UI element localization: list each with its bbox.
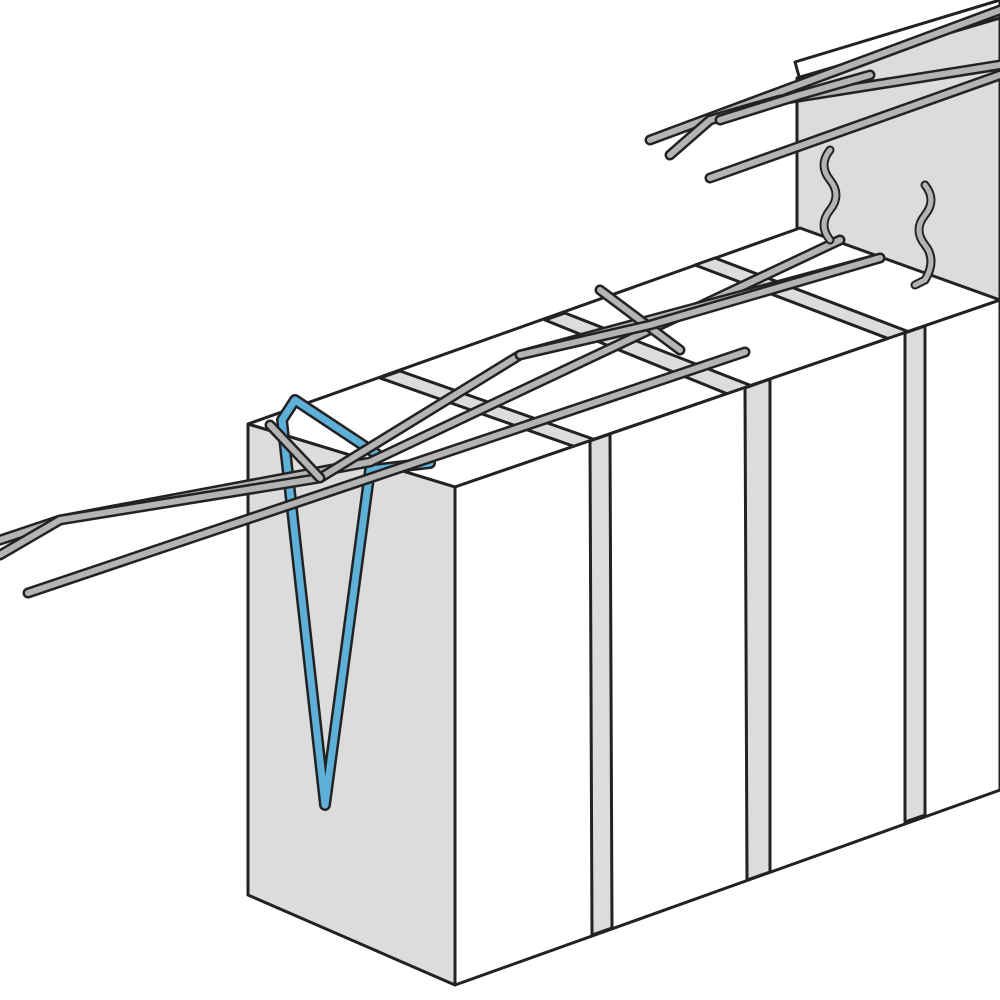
rebar <box>517 255 883 358</box>
front-joint <box>743 377 772 882</box>
back-wall-top <box>793 0 1000 82</box>
front-joint <box>903 324 927 824</box>
rebar <box>25 349 748 596</box>
rebar <box>717 72 873 123</box>
rebar <box>597 287 683 353</box>
front-joint <box>588 432 614 937</box>
rebar <box>267 422 323 481</box>
wall-tie <box>276 394 436 811</box>
rebar <box>707 72 1000 181</box>
